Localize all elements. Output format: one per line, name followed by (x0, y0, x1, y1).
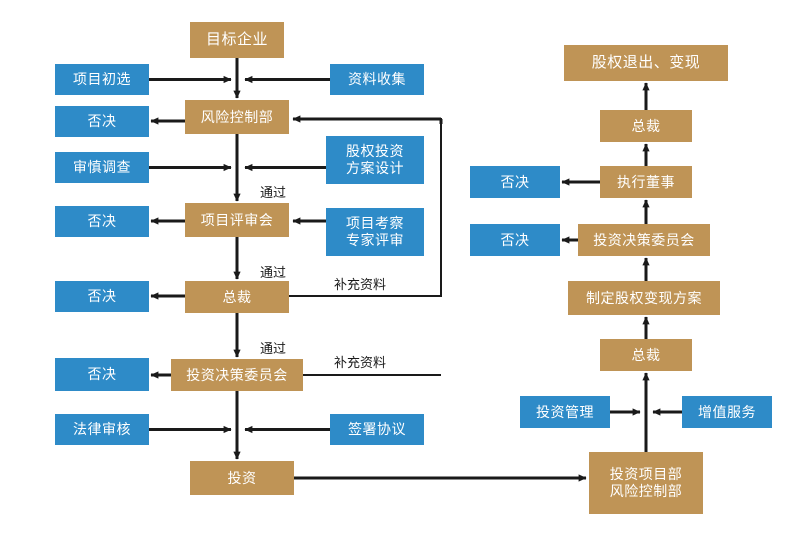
node-president-2[interactable]: 总裁 (600, 110, 692, 142)
node-label: 投资项目部 风险控制部 (609, 466, 683, 499)
node-expert-review[interactable]: 项目考察 专家评审 (326, 208, 424, 256)
node-equity-exit[interactable]: 股权退出、变现 (564, 45, 728, 81)
node-project-review-meeting[interactable]: 项目评审会 (185, 203, 289, 237)
node-investment[interactable]: 投资 (190, 461, 294, 495)
node-reject-1[interactable]: 否决 (55, 106, 149, 137)
node-reject-5[interactable]: 否决 (470, 166, 560, 198)
edge-label-text: 补充资料 (334, 277, 387, 292)
node-label: 否决 (87, 213, 117, 230)
node-label: 项目初选 (73, 71, 131, 88)
node-label: 签署协议 (348, 421, 406, 438)
node-president-1[interactable]: 总裁 (185, 281, 289, 313)
node-label: 总裁 (631, 117, 661, 134)
node-label: 投资决策委员会 (186, 366, 288, 383)
node-project-preselect[interactable]: 项目初选 (55, 64, 149, 95)
node-label: 总裁 (631, 346, 661, 363)
edge-label-text: 通过 (260, 341, 287, 356)
node-label: 投资决策委员会 (593, 231, 695, 248)
node-project-risk-dept[interactable]: 投资项目部 风险控制部 (589, 452, 703, 514)
node-executive-director[interactable]: 执行董事 (600, 166, 692, 198)
node-label: 目标企业 (205, 31, 268, 49)
node-reject-4[interactable]: 否决 (55, 358, 149, 391)
node-label: 制定股权变现方案 (586, 289, 702, 306)
node-label: 项目评审会 (200, 211, 274, 228)
node-label: 股权退出、变现 (591, 54, 701, 72)
node-material-collection[interactable]: 资料收集 (330, 64, 424, 95)
node-label: 法律审核 (73, 421, 131, 438)
node-risk-control-dept[interactable]: 风险控制部 (185, 100, 289, 134)
node-label: 否决 (87, 288, 117, 305)
node-label: 投资 (227, 469, 257, 486)
node-label: 投资管理 (536, 403, 594, 420)
edge-label-text: 通过 (260, 265, 287, 280)
node-equity-plan-design[interactable]: 股权投资 方案设计 (326, 136, 424, 184)
node-label: 增值服务 (698, 403, 756, 420)
pass-label-3: 通过 (260, 338, 286, 357)
node-president-3[interactable]: 总裁 (600, 339, 692, 371)
node-label: 资料收集 (348, 71, 406, 88)
node-investment-committee-2[interactable]: 投资决策委员会 (578, 224, 710, 256)
node-label: 总裁 (222, 288, 252, 305)
node-reject-3[interactable]: 否决 (55, 281, 149, 312)
node-label: 风险控制部 (200, 108, 274, 125)
node-reject-2[interactable]: 否决 (55, 206, 149, 237)
node-target-enterprise[interactable]: 目标企业 (190, 22, 284, 58)
supplementary-label-1: 补充资料 (334, 274, 386, 293)
node-label: 执行董事 (617, 173, 675, 190)
node-label: 股权投资 方案设计 (346, 143, 404, 176)
node-investment-management[interactable]: 投资管理 (520, 396, 610, 428)
node-equity-cash-plan[interactable]: 制定股权变现方案 (568, 281, 720, 315)
node-label: 审慎调查 (73, 159, 131, 176)
node-sign-agreement[interactable]: 签署协议 (330, 414, 424, 445)
node-label: 否决 (500, 173, 530, 190)
node-reject-6[interactable]: 否决 (470, 224, 560, 256)
node-label: 否决 (500, 231, 530, 248)
pass-label-1: 通过 (260, 182, 286, 201)
node-label: 否决 (87, 113, 117, 130)
node-legal-review[interactable]: 法律审核 (55, 414, 149, 445)
edge-label-text: 通过 (260, 185, 287, 200)
node-value-added-services[interactable]: 增值服务 (682, 396, 772, 428)
pass-label-2: 通过 (260, 262, 286, 281)
node-label: 否决 (87, 366, 117, 383)
node-investment-committee[interactable]: 投资决策委员会 (171, 359, 303, 391)
node-due-diligence[interactable]: 审慎调查 (55, 152, 149, 183)
node-label: 项目考察 专家评审 (346, 215, 404, 248)
supplementary-label-2: 补充资料 (334, 352, 386, 371)
edge-label-text: 补充资料 (334, 355, 387, 370)
